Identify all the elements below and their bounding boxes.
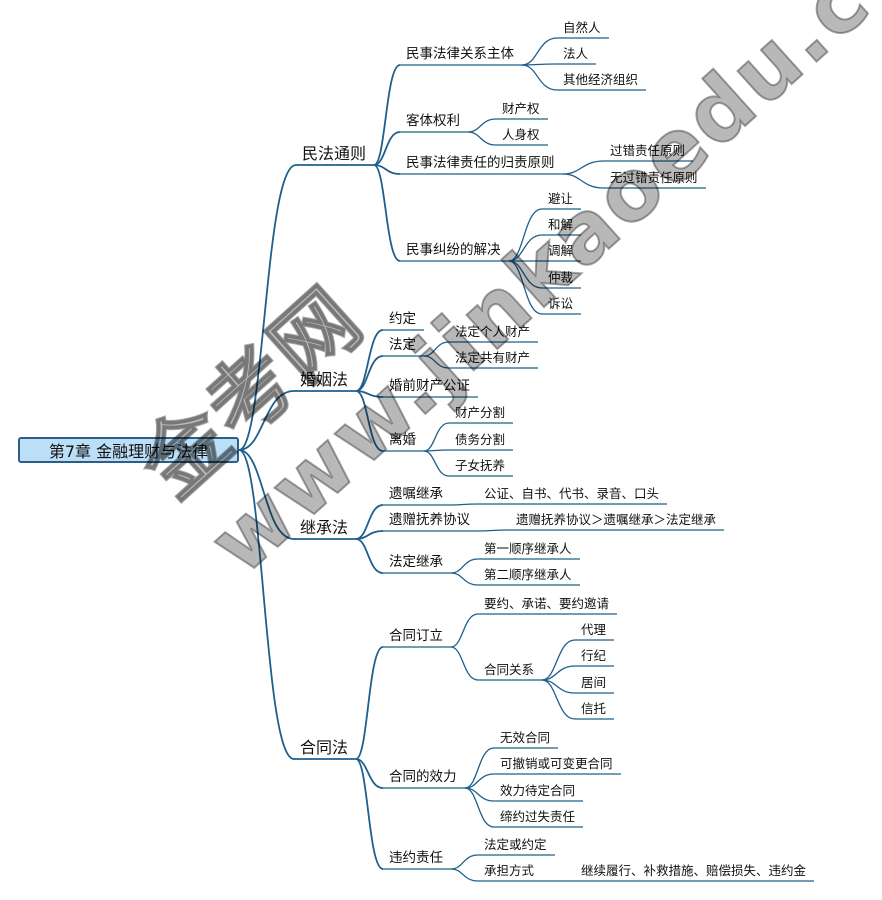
link-leaf-other-org (521, 64, 558, 91)
leaf-remedies[interactable]: 继续履行、补救措施、赔偿损失、违约金 (581, 863, 807, 878)
leaf-first-order-heir[interactable]: 第一顺序继承人 (484, 541, 572, 556)
link-leaf-statutory-or-agreed (450, 854, 479, 870)
link-node-statutory-inheritance (355, 538, 384, 574)
leaf-agency[interactable]: 代理 (581, 622, 607, 637)
node-statutory-inheritance[interactable]: 法定继承 (389, 554, 443, 570)
link-leaf-arbitrate (508, 260, 543, 289)
link-leaf-no-fault-liability (562, 173, 605, 189)
link-leaf-natural-person (521, 37, 558, 66)
link-leaf-statutory-joint (423, 355, 450, 369)
branch-inheritance-law[interactable]: 继承法 (300, 518, 349, 537)
link-leaf-culpa-in-contrahendo (464, 787, 495, 828)
link-node-breach-liability (355, 758, 384, 870)
branch-contract-law[interactable]: 合同法 (300, 738, 349, 757)
root-node[interactable]: 第7章 金融理财与法律 (18, 437, 239, 463)
node-liability-principle[interactable]: 民事法律责任的归责原则 (406, 155, 555, 171)
leaf-other-org[interactable]: 其他经济组织 (563, 72, 639, 87)
link-leaf-property-division (423, 422, 450, 452)
link-leaf-agency (541, 639, 576, 681)
leaf-personal-right[interactable]: 人身权 (502, 127, 540, 142)
leaf-mediate[interactable]: 调解 (548, 243, 574, 258)
leaf-trust[interactable]: 信托 (581, 701, 607, 716)
leaf-no-fault-liability[interactable]: 无过错责任原则 (610, 170, 698, 185)
leaf-fault-liability[interactable]: 过错责任原则 (610, 143, 686, 158)
leaf-legal-person[interactable]: 法人 (563, 46, 589, 61)
node-contract-validity[interactable]: 合同的效力 (389, 769, 457, 785)
leaf-statutory-or-agreed[interactable]: 法定或约定 (484, 837, 547, 852)
leaf-reconcile[interactable]: 和解 (548, 217, 574, 232)
root-label: 第7章 金融理财与法律 (48, 442, 209, 461)
leaf-brokerage[interactable]: 居间 (581, 675, 607, 690)
leaf-voidable-contract[interactable]: 可撤销或可变更合同 (500, 756, 613, 771)
leaf-offer-acceptance[interactable]: 要约、承诺、要约邀请 (484, 596, 610, 611)
link-leaf-priority-order (477, 529, 511, 532)
link-branch-contract-law (238, 449, 295, 760)
link-leaf-property-right (467, 118, 497, 133)
link-leaf-void-contract (464, 747, 495, 789)
node-divorce[interactable]: 离婚 (389, 432, 416, 448)
leaf-natural-person[interactable]: 自然人 (563, 20, 601, 35)
node-liability-methods[interactable]: 承担方式 (484, 863, 535, 878)
node-bequest-agreement[interactable]: 遗赠抚养协议 (389, 512, 470, 528)
leaf-priority-order[interactable]: 遗赠抚养协议＞遗嘱继承＞法定继承 (516, 512, 717, 527)
link-branch-marriage-law (238, 390, 295, 451)
link-node-dispute-resolution (373, 164, 401, 262)
node-statutory[interactable]: 法定 (389, 337, 416, 353)
node-breach-liability[interactable]: 违约责任 (389, 850, 443, 866)
link-leaf-trust (541, 679, 576, 720)
link-node-divorce (355, 390, 384, 452)
leaf-arbitrate[interactable]: 仲裁 (548, 270, 574, 285)
leaf-debt-division[interactable]: 债务分割 (455, 432, 506, 447)
link-node-liability-methods (450, 868, 479, 882)
branch-civil-law[interactable]: 民法通则 (302, 144, 367, 163)
link-leaf-second-order-heir (450, 572, 479, 586)
leaf-litigate[interactable]: 诉讼 (548, 296, 574, 311)
link-node-object-rights (373, 131, 401, 166)
leaf-avoid[interactable]: 避让 (548, 191, 574, 206)
node-dispute-resolution[interactable]: 民事纠纷的解决 (406, 242, 501, 258)
link-leaf-litigate (508, 260, 543, 315)
leaf-void-contract[interactable]: 无效合同 (500, 730, 551, 745)
link-branch-civil-law (238, 164, 297, 451)
link-node-contract-formation (355, 646, 384, 760)
link-node-liability-principle (373, 164, 401, 175)
leaf-property-right[interactable]: 财产权 (502, 101, 540, 116)
node-contract-relation[interactable]: 合同关系 (484, 662, 535, 677)
link-leaf-fault-liability (562, 160, 605, 175)
leaf-will-forms[interactable]: 公证、自书、代书、录音、口头 (484, 486, 660, 501)
leaf-child-support[interactable]: 子女抚养 (455, 458, 506, 473)
leaf-statutory-joint[interactable]: 法定共有财产 (455, 350, 531, 365)
link-leaf-reconcile (508, 234, 543, 262)
link-node-contract-relation (450, 646, 479, 681)
link-leaf-personal-right (467, 131, 497, 146)
link-branch-inheritance-law (238, 449, 295, 540)
link-node-bequest-agreement (355, 530, 384, 540)
node-contract-formation[interactable]: 合同订立 (389, 628, 443, 644)
leaf-second-order-heir[interactable]: 第二顺序继承人 (484, 567, 572, 582)
link-node-agreed (355, 329, 384, 392)
link-leaf-statutory-personal (423, 341, 450, 357)
link-node-statutory (355, 355, 384, 392)
leaf-pending-contract[interactable]: 效力待定合同 (500, 783, 576, 798)
node-will-inheritance[interactable]: 遗嘱继承 (389, 486, 443, 502)
node-object-rights[interactable]: 客体权利 (406, 113, 460, 129)
leaf-statutory-personal[interactable]: 法定个人财产 (455, 324, 531, 339)
link-node-civil-subject (373, 64, 401, 166)
leaf-property-division[interactable]: 财产分割 (455, 405, 506, 420)
link-leaf-offer-acceptance (450, 613, 479, 648)
node-civil-subject[interactable]: 民事法律关系主体 (406, 46, 514, 62)
leaf-culpa-in-contrahendo[interactable]: 缔约过失责任 (500, 809, 576, 824)
link-leaf-first-order-heir (450, 558, 479, 574)
node-agreed[interactable]: 约定 (389, 311, 416, 327)
link-leaf-child-support (423, 450, 450, 477)
node-prenuptial[interactable]: 婚前财产公证 (389, 378, 470, 394)
link-leaf-will-forms (450, 503, 479, 506)
link-leaf-avoid (508, 208, 543, 262)
leaf-commission[interactable]: 行纪 (581, 648, 607, 663)
branch-marriage-law[interactable]: 婚姻法 (300, 370, 349, 389)
